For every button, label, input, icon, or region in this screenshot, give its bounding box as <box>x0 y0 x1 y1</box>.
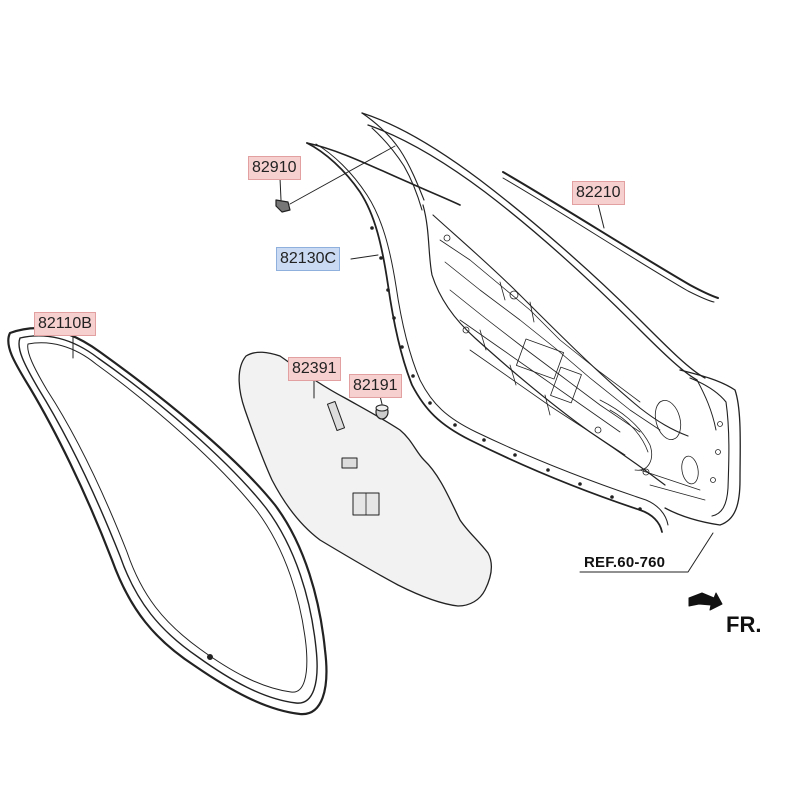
front-direction-arrow-icon <box>688 592 723 611</box>
part-label-82110b[interactable]: 82110B <box>34 312 96 336</box>
front-direction-label: FR. <box>726 612 762 637</box>
part-label-82910[interactable]: 82910 <box>248 156 301 180</box>
door-trim-pad-82391[interactable] <box>238 351 493 607</box>
door-weatherstrip-82110b[interactable] <box>7 327 328 716</box>
part-label-82191[interactable]: 82191 <box>349 374 402 398</box>
part-label-82391[interactable]: 82391 <box>288 357 341 381</box>
part-label-82210[interactable]: 82210 <box>572 181 625 205</box>
door-inner-panel-details <box>439 234 723 501</box>
reference-label[interactable]: REF.60-760 <box>584 554 666 571</box>
belt-moulding-82210[interactable] <box>502 171 719 303</box>
door-frame <box>361 112 741 526</box>
part-label-82130c[interactable]: 82130C <box>276 247 341 271</box>
clip-82910[interactable] <box>275 199 291 213</box>
grommet-82191[interactable] <box>375 404 389 420</box>
opening-weatherstrip-82130c[interactable] <box>306 142 669 533</box>
